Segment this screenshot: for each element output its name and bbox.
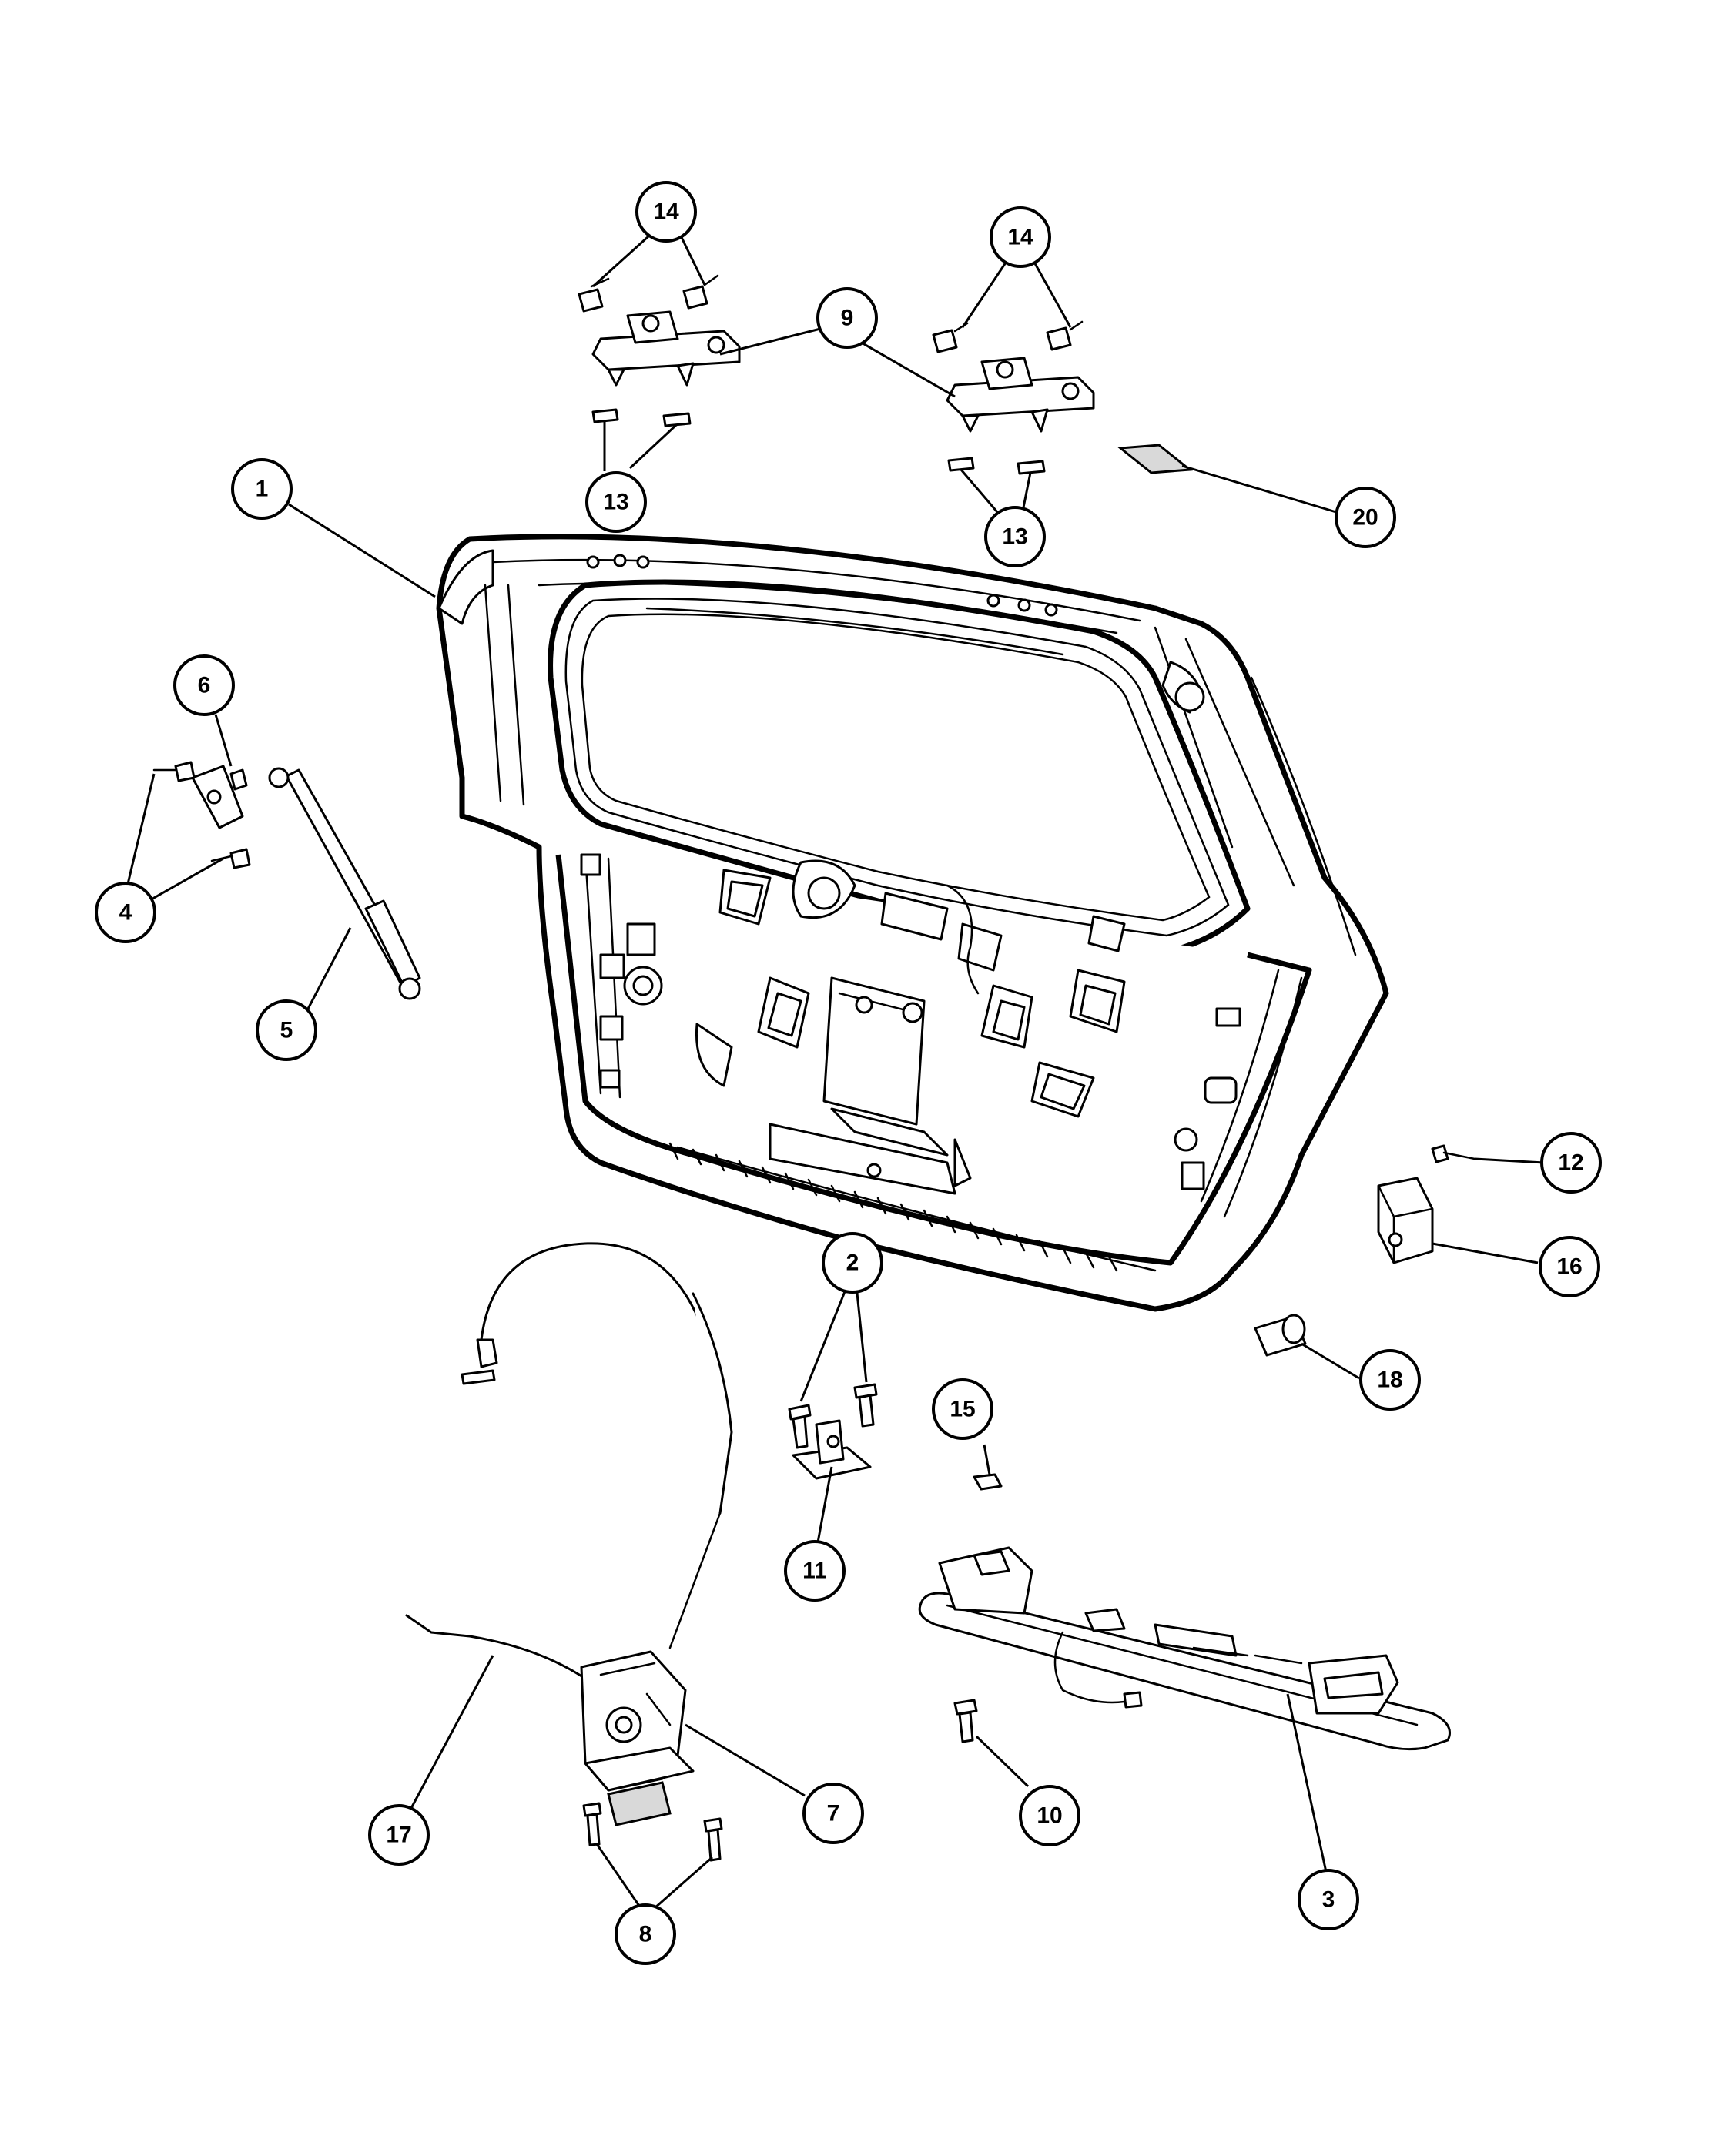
svg-text:17: 17 <box>386 1823 411 1848</box>
svg-text:12: 12 <box>1558 1150 1583 1176</box>
release-rod <box>405 1614 587 1680</box>
striker <box>792 1419 872 1480</box>
svg-text:20: 20 <box>1352 505 1378 531</box>
callout-6: 6 <box>173 654 235 716</box>
latch-cable <box>461 1242 733 1649</box>
callout-5: 5 <box>256 999 317 1061</box>
callout-8: 8 <box>615 1903 676 1965</box>
svg-text:1: 1 <box>256 477 269 502</box>
svg-text:9: 9 <box>841 306 854 331</box>
hinge-nuts <box>591 408 1046 475</box>
nut <box>973 1473 1003 1491</box>
svg-text:5: 5 <box>280 1018 293 1043</box>
hinge-left <box>591 310 741 387</box>
callout-9: 9 <box>816 287 878 349</box>
plate <box>1117 444 1193 474</box>
callout-11: 11 <box>784 1540 846 1602</box>
callout-15: 15 <box>932 1378 993 1440</box>
callout-12: 12 <box>1540 1132 1602 1194</box>
bumper-clip <box>1377 1177 1434 1264</box>
svg-text:13: 13 <box>603 490 628 515</box>
screw <box>1431 1144 1476 1163</box>
callout-10: 10 <box>1019 1785 1080 1846</box>
svg-text:14: 14 <box>653 199 679 225</box>
license-bar-screw <box>953 1699 978 1743</box>
stop-bumper <box>1254 1314 1307 1357</box>
svg-text:4: 4 <box>119 900 132 926</box>
callout-17: 17 <box>368 1804 430 1866</box>
gas-strut <box>268 767 421 1000</box>
callout-14-right: 14 <box>990 206 1051 268</box>
callout-3: 3 <box>1298 1869 1359 1930</box>
svg-text:15: 15 <box>950 1397 975 1422</box>
callout-13-right: 13 <box>984 506 1046 567</box>
svg-text:2: 2 <box>846 1250 859 1276</box>
callout-7: 7 <box>802 1783 864 1844</box>
hinge-right <box>946 357 1095 433</box>
liftgate-panel <box>436 534 1389 1312</box>
callout-20: 20 <box>1335 487 1396 548</box>
svg-text:13: 13 <box>1002 524 1027 550</box>
svg-text:14: 14 <box>1007 225 1033 250</box>
leader-lines <box>122 228 1545 1910</box>
svg-text:10: 10 <box>1037 1803 1062 1829</box>
hinge-bolts <box>578 274 1084 353</box>
striker-bolts <box>788 1383 878 1449</box>
latch-bolts <box>582 1802 723 1862</box>
svg-text:18: 18 <box>1377 1368 1402 1393</box>
license-bar <box>918 1546 1451 1751</box>
svg-text:7: 7 <box>827 1801 840 1826</box>
svg-text:11: 11 <box>802 1558 827 1584</box>
callout-13-left: 13 <box>585 471 647 533</box>
svg-text:6: 6 <box>198 673 211 698</box>
svg-text:3: 3 <box>1322 1887 1335 1913</box>
latch <box>580 1650 695 1826</box>
callout-4: 4 <box>95 882 156 943</box>
callout-14-left: 14 <box>635 181 697 243</box>
callout-1: 1 <box>231 458 293 520</box>
svg-text:8: 8 <box>639 1922 652 1947</box>
strut-bracket <box>191 765 248 829</box>
callout-2: 2 <box>822 1232 883 1294</box>
svg-text:16: 16 <box>1556 1254 1582 1280</box>
callout-16: 16 <box>1539 1236 1600 1297</box>
callout-18: 18 <box>1359 1349 1421 1411</box>
